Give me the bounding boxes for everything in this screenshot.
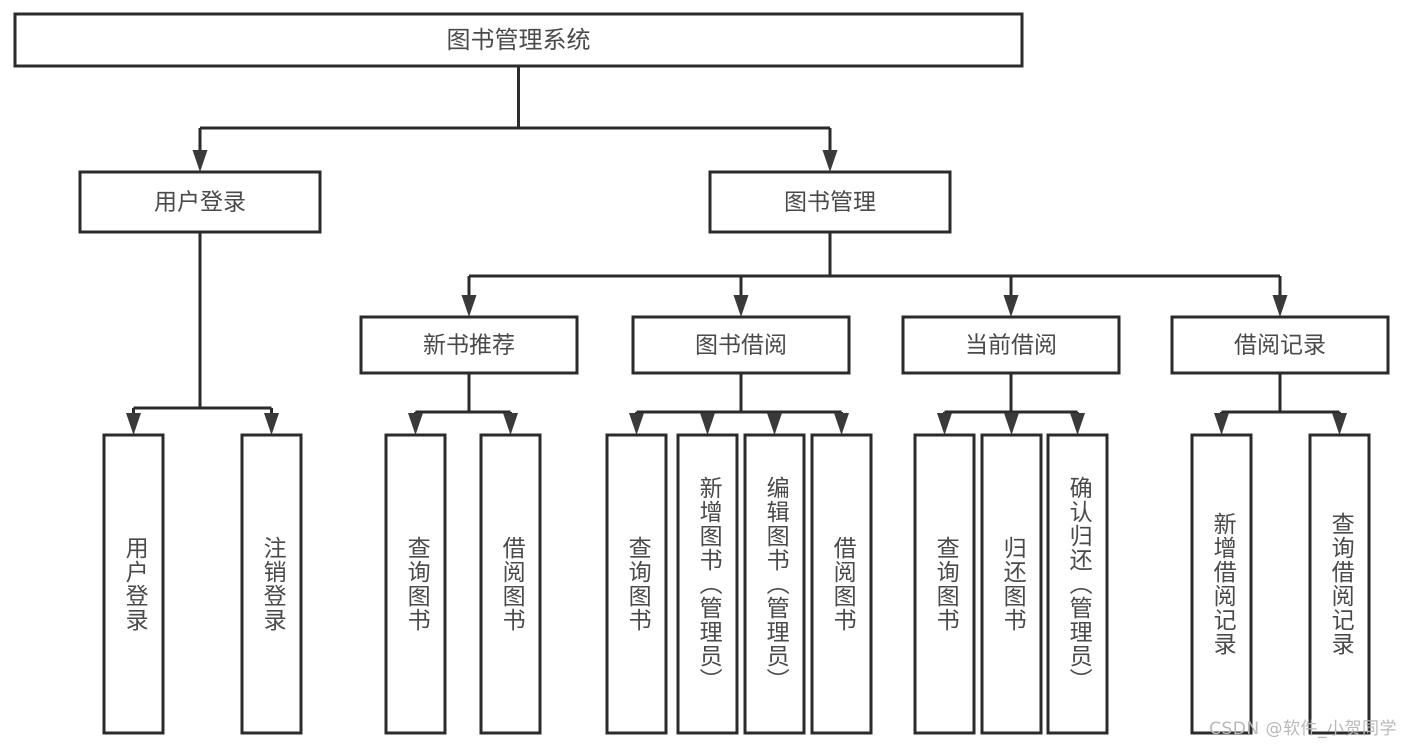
node-label-new-book-rec: 新书推荐: [423, 333, 515, 359]
node-label-book-manage: 图书管理: [784, 190, 876, 216]
arrow-icon-leaf-query-book-2: [629, 413, 644, 435]
node-box-leaf-add-record[interactable]: [1190, 433, 1253, 735]
arrow-icon-leaf-confirm-return: [1070, 413, 1085, 435]
node-label-borrow-record: 借阅记录: [1234, 333, 1326, 359]
node-box-leaf-add-book[interactable]: [676, 433, 739, 735]
arrow-icon-book-borrow: [733, 295, 749, 317]
node-box-leaf-query-record[interactable]: [1308, 433, 1371, 735]
arrow-icon-leaf-logout: [264, 413, 279, 435]
node-box-leaf-user-login[interactable]: [102, 433, 165, 735]
node-box-new-book-rec[interactable]: [359, 315, 579, 375]
arrow-icon-leaf-add-book: [700, 413, 715, 435]
node-box-root[interactable]: [13, 12, 1024, 68]
arrow-icon-leaf-add-record: [1214, 413, 1229, 435]
node-label-book-borrow: 图书借阅: [695, 333, 787, 359]
csdn-watermark: CSDN @软件_小贺同学: [1209, 719, 1397, 739]
arrow-icon-leaf-query-record: [1332, 413, 1347, 435]
node-box-leaf-return-book[interactable]: [980, 433, 1043, 735]
node-box-current-borrow[interactable]: [901, 315, 1121, 375]
arrow-icon-leaf-borrow-book-1: [503, 413, 518, 435]
arrow-icon-user-login: [192, 150, 208, 172]
node-box-borrow-record[interactable]: [1170, 315, 1390, 375]
node-box-leaf-borrow-book-1[interactable]: [479, 433, 542, 735]
node-label-user-login: 用户登录: [154, 190, 246, 216]
node-box-user-login[interactable]: [78, 170, 322, 234]
node-box-leaf-edit-book[interactable]: [743, 433, 806, 735]
arrow-icon-leaf-edit-book: [767, 413, 782, 435]
arrow-icon-borrow-record: [1272, 295, 1288, 317]
node-box-book-borrow[interactable]: [631, 315, 851, 375]
arrow-icon-leaf-return-book: [1004, 413, 1019, 435]
arrow-icon-book-manage: [822, 150, 838, 172]
node-box-leaf-borrow-book-2[interactable]: [810, 433, 873, 735]
node-box-book-manage[interactable]: [708, 170, 952, 234]
arrow-icon-leaf-query-book-3: [937, 413, 952, 435]
arrow-icon-new-book-rec: [461, 295, 477, 317]
connector-edges: [126, 66, 1347, 435]
node-box-leaf-logout[interactable]: [240, 433, 303, 735]
arrow-icon-leaf-user-login: [126, 413, 141, 435]
node-box-leaf-query-book-1[interactable]: [384, 433, 447, 735]
node-box-leaf-confirm-return[interactable]: [1046, 433, 1109, 735]
node-box-leaf-query-book-2[interactable]: [605, 433, 668, 735]
node-label-current-borrow: 当前借阅: [965, 333, 1057, 359]
node-label-root: 图书管理系统: [447, 26, 591, 54]
arrow-icon-leaf-borrow-book-2: [834, 413, 849, 435]
arrow-icon-leaf-query-book-1: [408, 413, 423, 435]
arrow-icon-current-borrow: [1003, 295, 1019, 317]
node-box-leaf-query-book-3[interactable]: [913, 433, 976, 735]
